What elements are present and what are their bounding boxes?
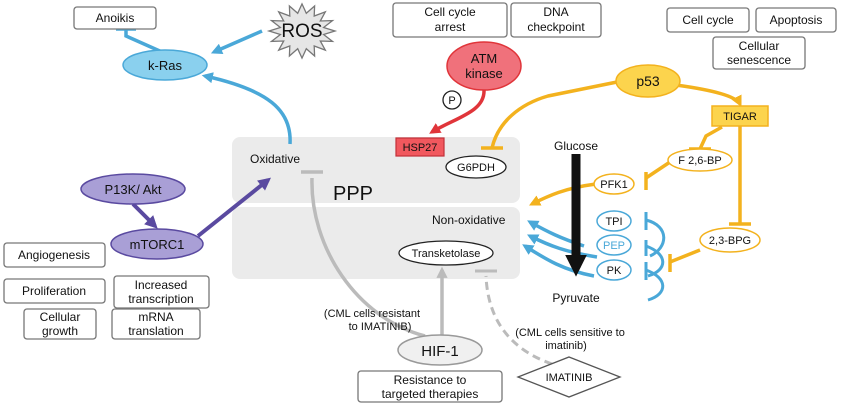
cell-cycle-arrest-line2: arrest: [435, 20, 466, 34]
pi3k-akt-node: P13K/ Akt: [80, 173, 186, 205]
hif1-inhibits-oxidative-edge: [301, 170, 426, 338]
phosphate-node: P: [442, 90, 462, 110]
pk-label: PK: [607, 265, 622, 277]
pk-node: PK: [596, 259, 632, 281]
pep-to-nonoxidative-edge: [526, 234, 598, 259]
cellular-senescence-line2: senescence: [727, 53, 791, 67]
pk-to-nonoxidative-edge: [522, 244, 595, 278]
glucose-label: Glucose: [554, 139, 598, 153]
ros-node: ROS: [266, 2, 338, 60]
pi3k-akt-label: P13K/ Akt: [104, 182, 161, 197]
pfk1-label: PFK1: [600, 179, 628, 191]
kras-label: k-Ras: [148, 58, 182, 73]
increased-transcription-line1: Increased: [135, 278, 188, 292]
phosphate-label: P: [448, 95, 455, 107]
ppp-label: PPP: [333, 183, 373, 205]
bpg-node: 2,3-BPG: [699, 227, 761, 253]
mrna-translation-box: mRNA translation: [111, 308, 201, 340]
pyruvate-label: Pyruvate: [552, 291, 600, 305]
anoikis-box: Anoikis: [73, 6, 157, 30]
f26bp-inhibits-pfk1-edge: [644, 160, 671, 190]
f26bp-label: F 2,6-BP: [678, 155, 721, 167]
tpi-node: TPI: [596, 210, 632, 232]
cml-resistant-line2: to IMATINIB): [349, 321, 412, 333]
atm-kinase-node: ATM kinase: [446, 41, 522, 91]
mtorc1-label: mTORC1: [130, 237, 185, 252]
p53-inhibits-g6pdh-edge: [481, 79, 623, 150]
cell-cycle-box: Cell cycle: [666, 7, 750, 33]
dna-checkpoint-line1: DNA: [543, 5, 568, 19]
cell-cycle-label: Cell cycle: [682, 13, 734, 27]
mtorc1-node: mTORC1: [110, 228, 204, 260]
atm-kinase-line2: kinase: [465, 66, 503, 81]
p53-node: p53: [615, 64, 681, 98]
kras-node: k-Ras: [122, 49, 208, 81]
tpi-label: TPI: [605, 216, 622, 228]
kras-inhibits-anoikis-edge: [116, 27, 163, 54]
transketolase-label: Transketolase: [412, 248, 481, 260]
oxidative-label: Oxidative: [250, 152, 300, 166]
proliferation-label: Proliferation: [22, 284, 86, 298]
atm-kinase-line1: ATM: [471, 51, 497, 66]
increased-transcription-box: Increased transcription: [113, 275, 210, 309]
increased-transcription-line2: transcription: [128, 292, 193, 306]
pi3k-to-mtorc1-edge: [131, 202, 158, 229]
hif1-label: HIF-1: [421, 343, 459, 360]
hif1-node: HIF-1: [397, 334, 483, 366]
tigar-label: TIGAR: [723, 111, 757, 123]
pfk1-to-nonoxidative-edge: [528, 182, 597, 206]
pfk1-node: PFK1: [593, 173, 635, 195]
imatinib-label: IMATINIB: [546, 372, 593, 384]
dna-checkpoint-line2: checkpoint: [527, 20, 585, 34]
ppp-oxidative-panel: [232, 137, 520, 203]
ros-to-kras-edge: [210, 29, 263, 54]
angiogenesis-box: Angiogenesis: [3, 242, 106, 268]
cellular-senescence-box: Cellular senescence: [712, 36, 806, 70]
proliferation-box: Proliferation: [3, 278, 106, 304]
apoptosis-box: Apoptosis: [755, 7, 837, 33]
glycolysis-inhibition-curves: [644, 212, 666, 302]
bpg-label: 2,3-BPG: [709, 235, 751, 247]
oxidative-to-kras-edge: [201, 72, 292, 145]
cml-sensitive-line2: imatinib): [545, 340, 587, 352]
apoptosis-label: Apoptosis: [770, 13, 823, 27]
p53-to-tigar-edge: [675, 83, 742, 108]
hsp27-node: HSP27: [395, 137, 445, 157]
non-oxidative-label: Non-oxidative: [432, 213, 506, 227]
imatinib-node: IMATINIB: [516, 356, 622, 398]
g6pdh-node: G6PDH: [445, 155, 507, 179]
tigar-node: TIGAR: [711, 105, 769, 127]
cellular-growth-line1: Cellular: [40, 310, 81, 324]
cellular-growth-line2: growth: [42, 324, 78, 338]
dna-checkpoint-box: DNA checkpoint: [510, 2, 602, 38]
pep-node: PEP: [596, 234, 632, 256]
cellular-growth-box: Cellular growth: [23, 308, 97, 340]
g6pdh-label: G6PDH: [457, 162, 495, 174]
p53-label: p53: [636, 73, 660, 89]
transketolase-node: Transketolase: [398, 240, 494, 266]
anoikis-label: Anoikis: [96, 11, 135, 25]
ros-label: ROS: [281, 21, 322, 42]
resistance-line1: Resistance to: [394, 373, 467, 387]
angiogenesis-label: Angiogenesis: [18, 248, 90, 262]
cell-cycle-arrest-box: Cell cycle arrest: [392, 2, 508, 38]
imatinib-inhibits-transketolase-edge: [475, 269, 553, 366]
cellular-senescence-line1: Cellular: [739, 39, 780, 53]
cml-resistant-line1: (CML cells resistant: [324, 308, 420, 320]
atm-to-hsp27-edge: [429, 89, 486, 134]
tigar-inhibits-bpg-edge: [729, 126, 751, 226]
hsp27-label: HSP27: [403, 142, 438, 154]
cml-sensitive-line1: (CML cells sensitive to: [515, 327, 625, 339]
pep-label: PEP: [603, 240, 625, 252]
f26bp-node: F 2,6-BP: [667, 148, 733, 172]
resistance-line2: targeted therapies: [382, 387, 479, 401]
mrna-translation-line1: mRNA: [138, 310, 173, 324]
tigar-inhibits-f26bp-edge: [689, 125, 723, 151]
resistance-box: Resistance to targeted therapies: [357, 370, 503, 403]
cell-cycle-arrest-line1: Cell cycle: [424, 5, 476, 19]
mtorc1-to-oxidative-edge: [196, 177, 271, 238]
bpg-inhibits-pk-edge: [668, 248, 701, 272]
mrna-translation-line2: translation: [128, 324, 183, 338]
